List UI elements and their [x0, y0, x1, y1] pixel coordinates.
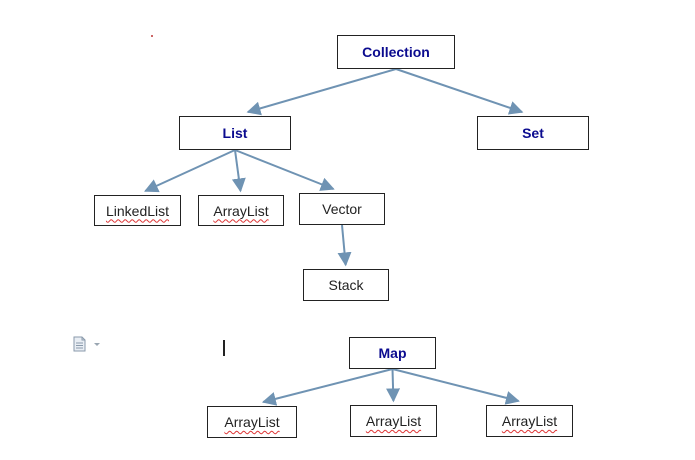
node-set[interactable]: Set [477, 116, 589, 150]
node-label: LinkedList [105, 202, 170, 219]
node-arraylist-2[interactable]: ArrayList [207, 406, 297, 438]
edge-list-to-arraylist1 [231, 149, 246, 193]
node-arraylist-3[interactable]: ArrayList [350, 405, 437, 437]
node-label: Stack [328, 277, 364, 293]
edge-map-to-arraylist2 [261, 368, 393, 406]
edge-map-to-arraylist4 [392, 368, 520, 405]
node-label: Set [522, 125, 544, 141]
node-vector[interactable]: Vector [299, 193, 385, 225]
node-arraylist-4[interactable]: ArrayList [486, 405, 573, 437]
caret-down-icon [94, 343, 100, 346]
node-label: Map [378, 345, 407, 361]
stray-mark [151, 35, 153, 37]
node-label: ArrayList [213, 202, 269, 219]
node-arraylist-1[interactable]: ArrayList [198, 195, 284, 226]
edge-vector-to-stack [337, 224, 352, 267]
node-collection[interactable]: Collection [337, 35, 455, 69]
node-label: ArrayList [224, 414, 280, 430]
node-stack[interactable]: Stack [303, 269, 389, 301]
node-map[interactable]: Map [349, 337, 436, 369]
edge-collection-to-list [246, 68, 397, 116]
edge-list-to-vector [234, 149, 335, 191]
node-label: List [222, 125, 248, 141]
text-cursor [223, 340, 225, 356]
node-label: Vector [322, 201, 362, 217]
node-list[interactable]: List [179, 116, 291, 150]
document-icon[interactable] [72, 336, 102, 352]
edge-list-to-linkedlist [144, 149, 236, 193]
edge-map-to-arraylist3 [386, 368, 401, 403]
edge-collection-to-set [395, 68, 524, 115]
node-label: ArrayList [501, 413, 558, 429]
node-label: ArrayList [365, 413, 422, 429]
node-linkedlist[interactable]: LinkedList [94, 195, 181, 226]
node-label: Collection [362, 44, 430, 60]
